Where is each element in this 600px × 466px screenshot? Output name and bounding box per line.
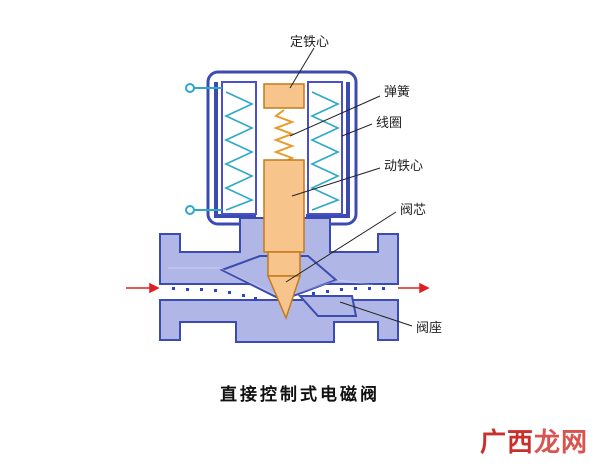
- coil-terminal: [185, 83, 222, 215]
- coil-winding: [224, 91, 341, 211]
- moving-core-shape: [263, 159, 305, 321]
- label-spring: 弹簧: [384, 84, 410, 100]
- leader-lines: [285, 47, 413, 327]
- watermark-part2: 龙网: [533, 428, 588, 458]
- flow-dots: [172, 287, 385, 300]
- diagram-caption: 直接控制式电磁阀: [220, 385, 380, 405]
- label-coil: 线圈: [376, 116, 402, 131]
- watermark: 广西龙网: [480, 422, 588, 459]
- spring-shape: [273, 109, 295, 163]
- fixed-core-shape: [263, 83, 305, 109]
- label-valve-seat: 阀座: [416, 321, 442, 336]
- label-fixed-core: 定铁心: [290, 35, 329, 50]
- label-valve-core: 阀芯: [400, 203, 426, 218]
- flow-arrow-in: [126, 282, 160, 294]
- watermark-part1: 广西: [479, 428, 534, 458]
- flow-arrow-out: [398, 282, 430, 294]
- label-moving-core: 动铁心: [384, 159, 423, 174]
